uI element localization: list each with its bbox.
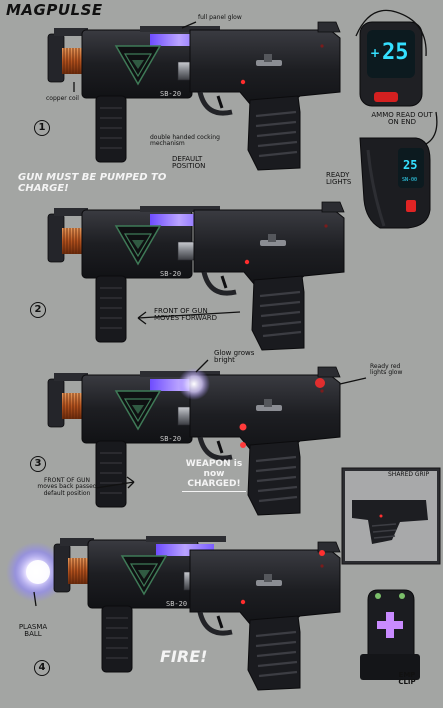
- label-shared-grip: SHARED GRIP: [388, 471, 430, 478]
- step-number-2: 2: [30, 302, 46, 318]
- sheet-title: MAGPULSE: [6, 1, 103, 19]
- ready-lights-device: [359, 137, 431, 229]
- label-ready-lights: READY LIGHTS: [326, 171, 352, 187]
- step-number-3: 3: [30, 456, 46, 472]
- annotation-lines: [33, 9, 438, 607]
- ready-lights-display-sub: SN-00: [402, 177, 418, 183]
- gun-step-3: [47, 367, 340, 515]
- gun-step-1: [47, 22, 340, 170]
- label-double-handed: double handed cocking mechanism: [150, 134, 220, 148]
- shared-grip-inset: [341, 467, 441, 565]
- label-front-forward: FRONT OF GUN MOVES FORWARD: [154, 307, 218, 323]
- label-plasma-ball: PLASMA BALL: [18, 623, 48, 639]
- label-full-panel-glow: full panel glow: [198, 14, 242, 21]
- label-ready-red-lights: Ready red lights glow: [370, 363, 403, 377]
- label-gun-pumped: GUN MUST BE PUMPED TO CHARGE!: [18, 172, 167, 194]
- step-number-4: 4: [34, 660, 50, 676]
- step-number-1: 1: [34, 120, 50, 136]
- label-front-back: FRONT OF GUN moves back passed default p…: [37, 477, 97, 497]
- label-copper-coil: copper coil: [46, 95, 79, 102]
- ammo-display-count: 25: [382, 40, 409, 65]
- ready-lights-display-count: 25: [403, 158, 418, 172]
- emp-clip: [360, 589, 420, 680]
- label-glow-grows: Glow grows bright: [214, 349, 255, 365]
- label-weapon-charged: WEAPON is now CHARGED!: [182, 459, 246, 492]
- label-emp-clip: EMP CLIP: [398, 671, 416, 687]
- label-default-position: DEFAULT POSITION: [172, 155, 206, 171]
- gun-step-2: [47, 202, 344, 350]
- gun-step-4: [6, 535, 340, 690]
- label-ammo-readout: AMMO READ OUT ON END: [371, 111, 433, 127]
- ammo-readout-device: [359, 21, 423, 107]
- ammo-display-plus-icon: +: [370, 46, 381, 60]
- label-fire: FIRE!: [160, 647, 208, 666]
